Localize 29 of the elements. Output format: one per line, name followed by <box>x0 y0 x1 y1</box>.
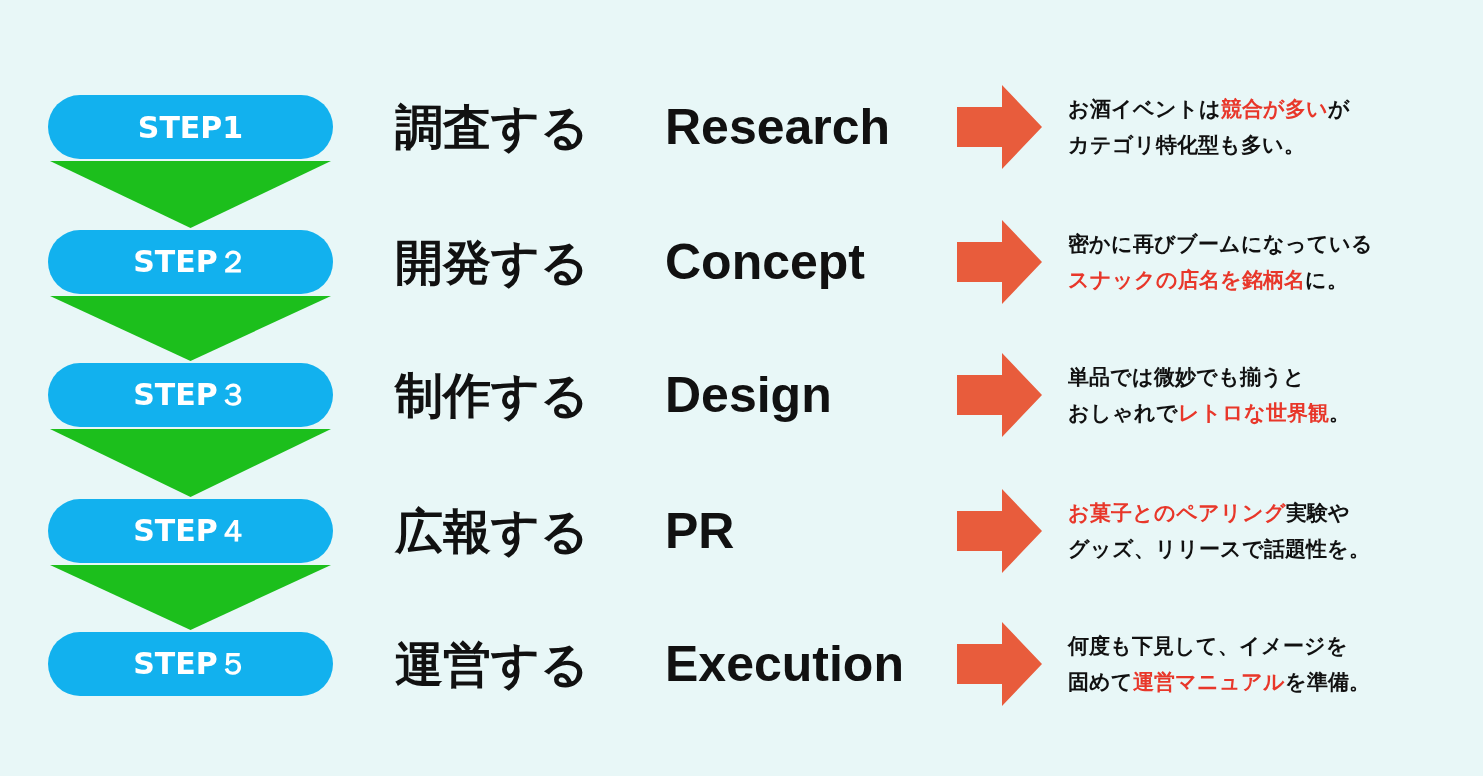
step-subtitle: Research <box>665 98 891 157</box>
step-title: 制作する <box>395 366 589 425</box>
arrow <box>957 489 1042 573</box>
step-pill: STEP1 <box>48 95 333 159</box>
note-text: お菓子とのペアリング実験やグッズ、リリースで話題性を。 <box>1045 495 1370 567</box>
arrow <box>50 429 331 497</box>
arrow <box>50 296 331 361</box>
step-subtitle: Design <box>665 366 832 425</box>
step-pill: STEP５ <box>48 632 333 696</box>
arrow <box>50 565 331 630</box>
step-pill: STEP４ <box>48 499 333 563</box>
arrow <box>50 161 331 228</box>
step-title: 調査する <box>395 98 589 157</box>
step-pill: STEP２ <box>48 230 333 294</box>
note-text: 密かに再びブームになっているスナックの店名を銘柄名に。 <box>1045 226 1373 298</box>
arrow <box>957 622 1042 706</box>
step-title: 運営する <box>395 635 589 694</box>
arrow <box>957 353 1042 437</box>
note-text: 単品では微妙でも揃うとおしゃれでレトロな世界観。 <box>1045 359 1350 431</box>
note-text: 何度も下見して、イメージを固めて運営マニュアルを準備。 <box>1045 628 1370 700</box>
step-subtitle: PR <box>665 502 735 561</box>
step-title: 開発する <box>395 233 589 292</box>
step-subtitle: Execution <box>665 635 904 694</box>
step-pill: STEP３ <box>48 363 333 427</box>
arrow <box>957 220 1042 304</box>
note-text: お酒イベントは競合が多いがカテゴリ特化型も多い。 <box>1045 91 1350 163</box>
step-subtitle: Concept <box>665 233 865 292</box>
arrow <box>957 85 1042 169</box>
step-title: 広報する <box>395 502 589 561</box>
